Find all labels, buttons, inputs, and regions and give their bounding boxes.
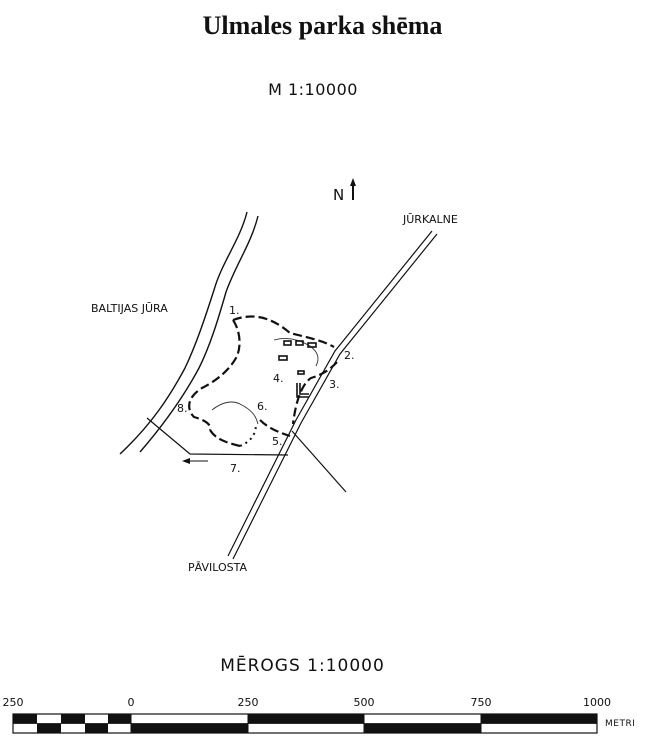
coastline — [119, 211, 259, 455]
place-pavilosta: PĀVILOSTA — [188, 561, 247, 574]
place-jurkalne: JŪRKALNE — [403, 213, 458, 226]
route-point-5: 5. — [272, 435, 283, 448]
route-point-8: 8. — [177, 402, 188, 415]
inner-paths — [211, 337, 319, 425]
scale-tick: 0 — [127, 696, 135, 709]
scale-tick: 1000 — [583, 696, 611, 709]
scale-tick: 250 — [237, 696, 259, 709]
side-road — [291, 430, 347, 493]
road-jurkalne-pavilosta — [227, 230, 438, 560]
place-baltijas-jura: BALTIJAS JŪRA — [91, 302, 168, 315]
scale-tick: 750 — [470, 696, 492, 709]
park-boundary — [146, 417, 289, 456]
scale-unit: METRI — [605, 719, 636, 729]
route-point-1: 1. — [229, 304, 240, 317]
scale-tick: 250 — [2, 696, 24, 709]
scale-tick: 500 — [353, 696, 375, 709]
buildings — [278, 340, 317, 398]
park-path — [188, 315, 338, 448]
route-point-6: 6. — [257, 400, 268, 413]
route-point-7: 7. — [230, 462, 241, 475]
direction-arrow-icon — [182, 458, 208, 464]
north-arrow-icon — [350, 178, 356, 200]
north-label: N — [333, 186, 345, 204]
route-point-4: 4. — [273, 372, 284, 385]
scale-ratio-bottom: MĒROGS 1:10000 — [220, 656, 385, 676]
route-point-3: 3. — [329, 378, 340, 391]
map-title: Ulmales parka shēma — [202, 11, 443, 40]
route-point-2: 2. — [344, 349, 355, 362]
scale-ratio-top: M 1:10000 — [268, 80, 358, 99]
